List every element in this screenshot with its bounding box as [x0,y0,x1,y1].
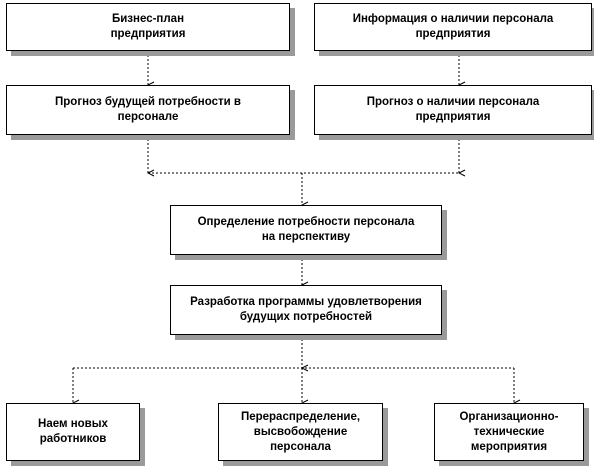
redistribution-box: Перераспределение, высвобождение персона… [218,403,383,461]
future-need-forecast-box: Прогноз будущей потребности в персонале [6,85,290,135]
availability-forecast-box: Прогноз о наличии персонала предприятия [314,85,592,135]
program-development-box: Разработка программы удовлетворения буду… [170,285,442,335]
business-plan-box: Бизнес-план предприятия [6,3,290,51]
personnel-info-box: Информация о наличии персонала предприят… [314,3,592,51]
org-measures-box: Организационно- технические мероприятия [434,403,584,461]
hiring-box: Наем новых работников [6,403,140,461]
need-determination-box: Определение потребности персонала на пер… [170,205,442,255]
